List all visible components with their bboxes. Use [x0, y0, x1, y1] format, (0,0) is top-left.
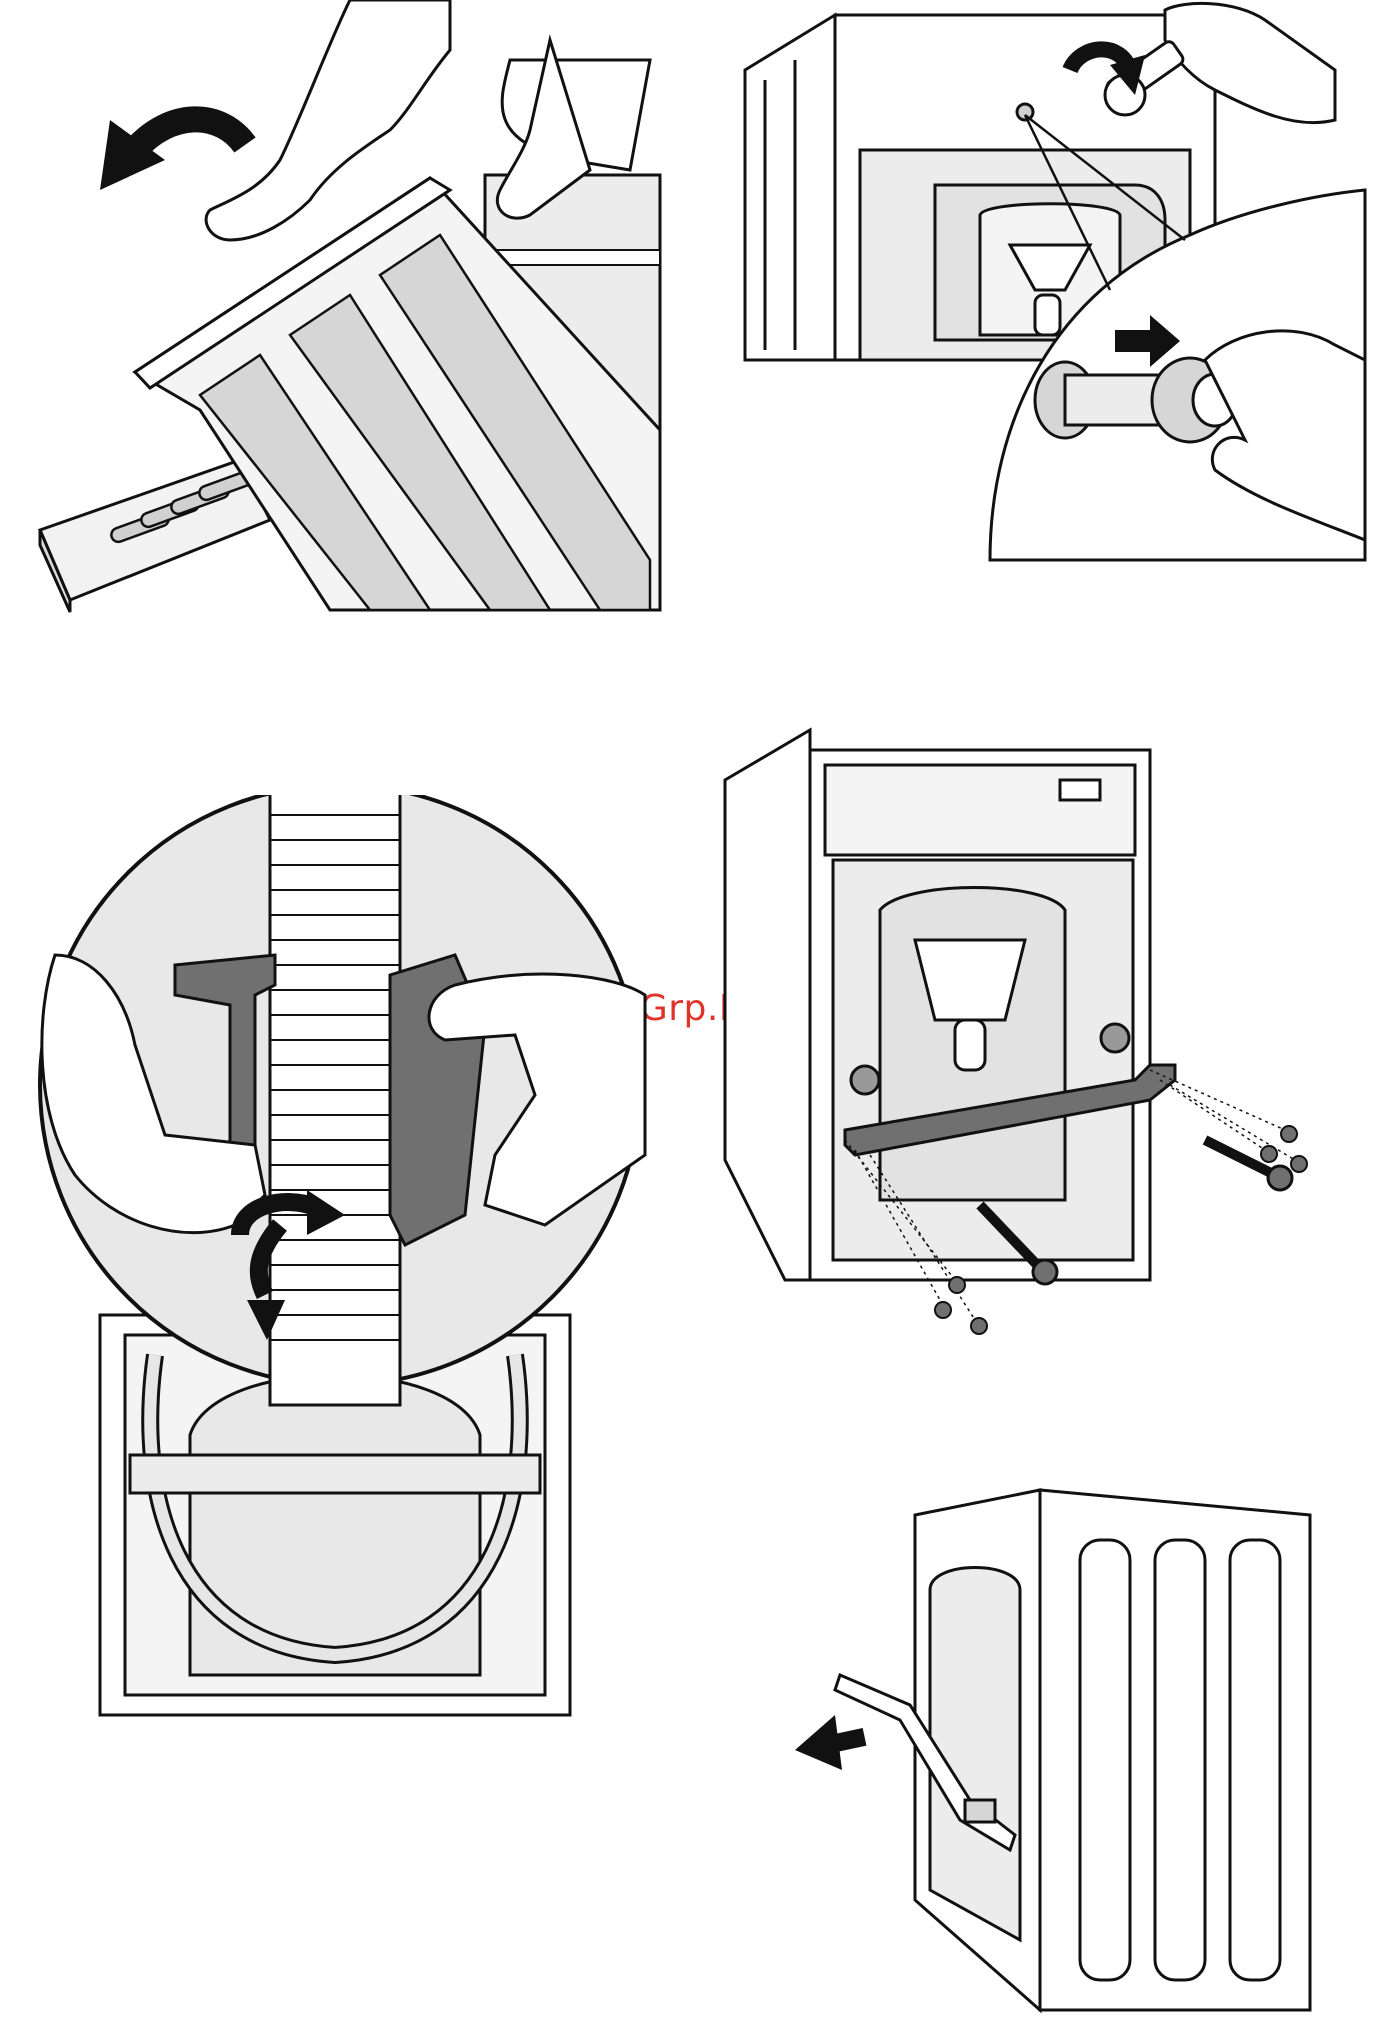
left-arrow-icon — [795, 1715, 866, 1770]
corrugated-hose — [270, 795, 400, 1405]
illustration-pull-out-bracket — [780, 1470, 1377, 2019]
illustration-lift-top-cover — [30, 0, 670, 620]
curved-arrow-icon — [100, 119, 245, 190]
figure-pull-out-bracket — [780, 1470, 1377, 2019]
figure-release-hose-clip — [15, 795, 655, 1725]
illustration-remove-bracket-screws — [705, 720, 1375, 1350]
appliance-rear — [725, 730, 1150, 1280]
plinth-grille — [40, 460, 270, 612]
figure-remove-transit-bolt — [735, 0, 1375, 565]
appliance-side — [915, 1490, 1310, 2010]
illustration-release-hose-clip — [15, 795, 655, 1725]
figure-lift-top-cover — [30, 0, 670, 620]
hose-bracket — [130, 1455, 540, 1493]
illustration-remove-transit-bolt — [735, 0, 1375, 565]
figure-remove-bracket-screws — [705, 720, 1375, 1350]
